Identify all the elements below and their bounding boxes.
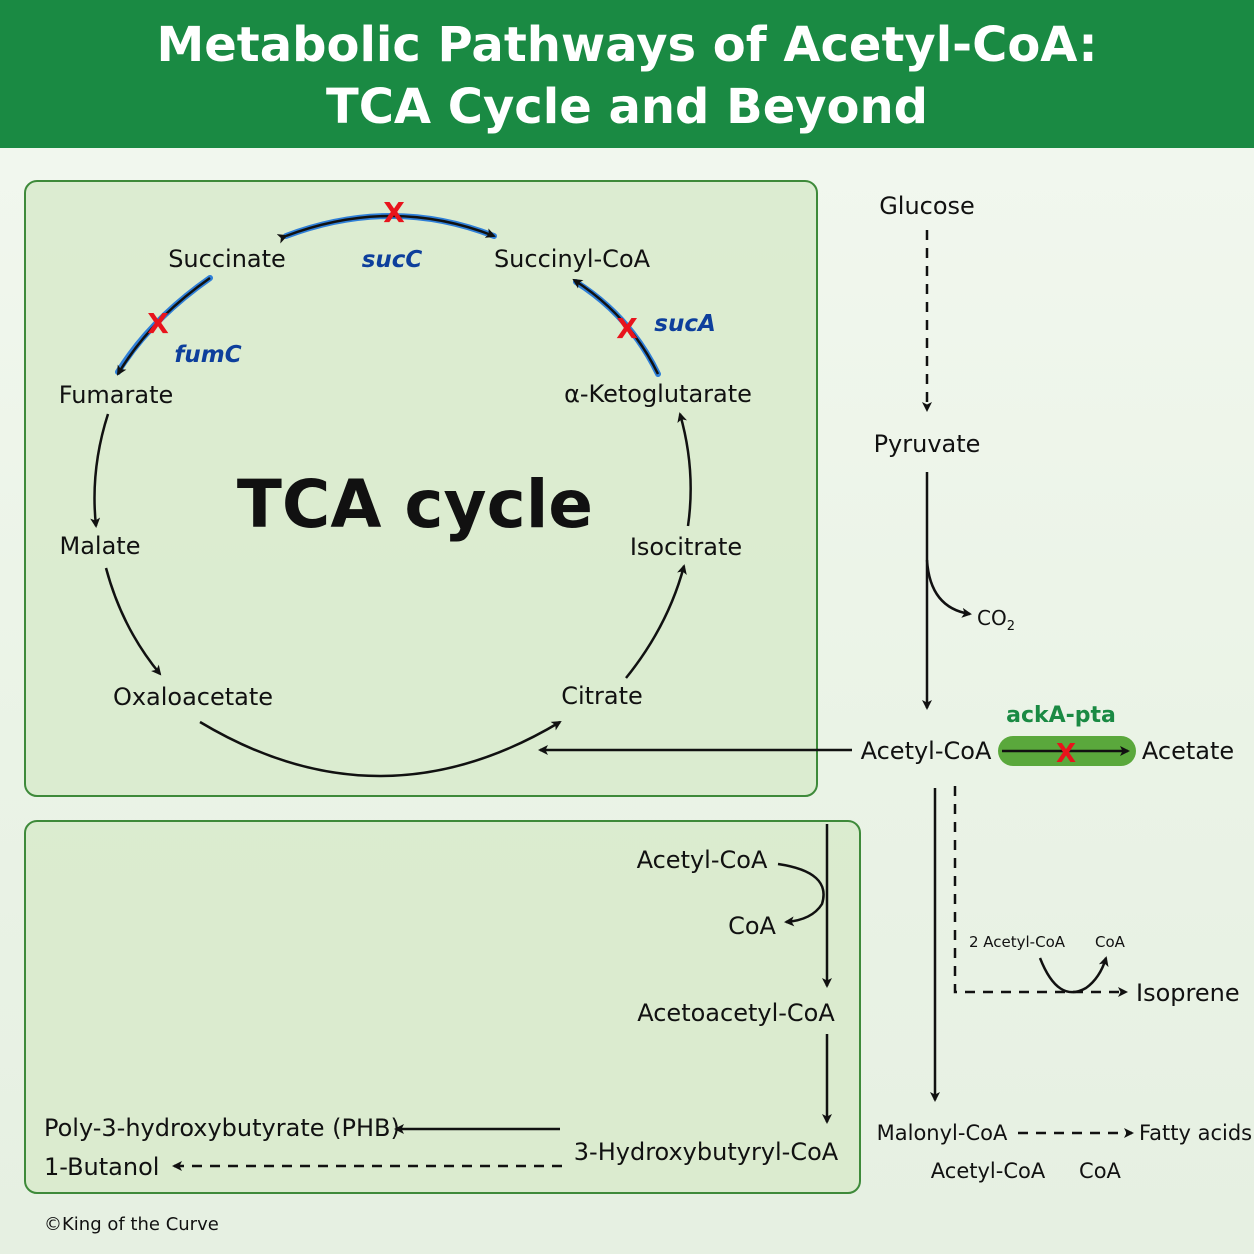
isocitrate-label: Isocitrate — [630, 533, 742, 561]
phb-coa-label: CoA — [728, 912, 776, 940]
acetate-label: Acetate — [1142, 737, 1234, 765]
fumC-gene-label: fumC — [174, 342, 241, 368]
isoprene-label: Isoprene — [1136, 979, 1240, 1007]
fatty-acids-label: Fatty acids — [1139, 1121, 1252, 1145]
acetyl-coa-main-label: Acetyl-CoA — [861, 737, 992, 765]
title-banner: Metabolic Pathways of Acetyl-CoA: TCA Cy… — [0, 0, 1254, 148]
tca-panel — [24, 180, 818, 797]
butanol-label: 1-Butanol — [44, 1153, 159, 1181]
ackA-pta-knockout-mark: X — [1056, 739, 1076, 769]
co2-label: CO2 — [977, 606, 1015, 634]
fatty-acetyl-coa-label: Acetyl-CoA — [931, 1159, 1046, 1183]
hydroxybutyryl-coa-label: 3-Hydroxybutyryl-CoA — [574, 1138, 839, 1166]
sucC-knockout-mark: X — [383, 196, 405, 229]
phb-label: Poly-3-hydroxybutyrate (PHB) — [44, 1114, 400, 1142]
oxaloacetate-label: Oxaloacetate — [113, 683, 273, 711]
sucC-reaction-arrow — [276, 214, 496, 244]
fatty-coa-label: CoA — [1079, 1159, 1122, 1183]
sucC-gene-label: sucC — [362, 247, 423, 273]
isoprene-coa-label: CoA — [1095, 933, 1126, 951]
glucose-label: Glucose — [879, 192, 975, 220]
acetyl-coa-to-coa-side-arrow — [777, 862, 825, 927]
isoprene-coa-release-arrow — [1038, 956, 1109, 994]
succinyl-coa-label: Succinyl-CoA — [494, 245, 651, 273]
citrate-label: Citrate — [561, 682, 643, 710]
sucA-knockout-mark: X — [616, 312, 638, 345]
oxaloacetate-to-citrate-arrow — [199, 720, 562, 778]
malate-to-oxaloacetate-arrow — [104, 567, 162, 676]
fumC-knockout-mark: X — [147, 307, 169, 340]
pyruvate-label: Pyruvate — [874, 430, 981, 458]
fumarate-label: Fumarate — [59, 381, 174, 409]
a-ketoglutarate-label: α-Ketoglutarate — [564, 380, 752, 408]
copyright-credit: ©King of the Curve — [44, 1214, 219, 1235]
co2-release-arrow — [925, 559, 972, 618]
ackA-pta-gene-label: ackA-pta — [1006, 703, 1116, 728]
succinate-label: Succinate — [168, 245, 286, 273]
title-line-1: Metabolic Pathways of Acetyl-CoA: — [156, 17, 1098, 73]
malate-label: Malate — [60, 532, 141, 560]
phb-panel — [24, 820, 861, 1194]
fumC-reaction-arrow — [116, 276, 211, 376]
citrate-to-isocitrate-arrow — [625, 564, 687, 679]
sucA-reaction-arrow — [572, 278, 660, 375]
malonyl-coa-label: Malonyl-CoA — [877, 1121, 1008, 1145]
two-acetyl-coa-label: 2 Acetyl-CoA — [969, 933, 1066, 951]
tca-cycle-label: TCA cycle — [237, 466, 593, 543]
title-line-2: TCA Cycle and Beyond — [325, 79, 929, 135]
acetyl-coa-to-isoprene-arrow — [953, 786, 1128, 997]
co2-subscript: 2 — [1007, 619, 1015, 634]
sucA-gene-label: sucA — [654, 311, 716, 337]
isocitrate-to-a-ketoglutarate-arrow — [677, 412, 692, 527]
fumarate-to-malate-arrow — [90, 413, 110, 528]
acetoacetyl-coa-label: Acetoacetyl-CoA — [637, 999, 835, 1027]
phb-acetyl-coa-label: Acetyl-CoA — [637, 846, 768, 874]
